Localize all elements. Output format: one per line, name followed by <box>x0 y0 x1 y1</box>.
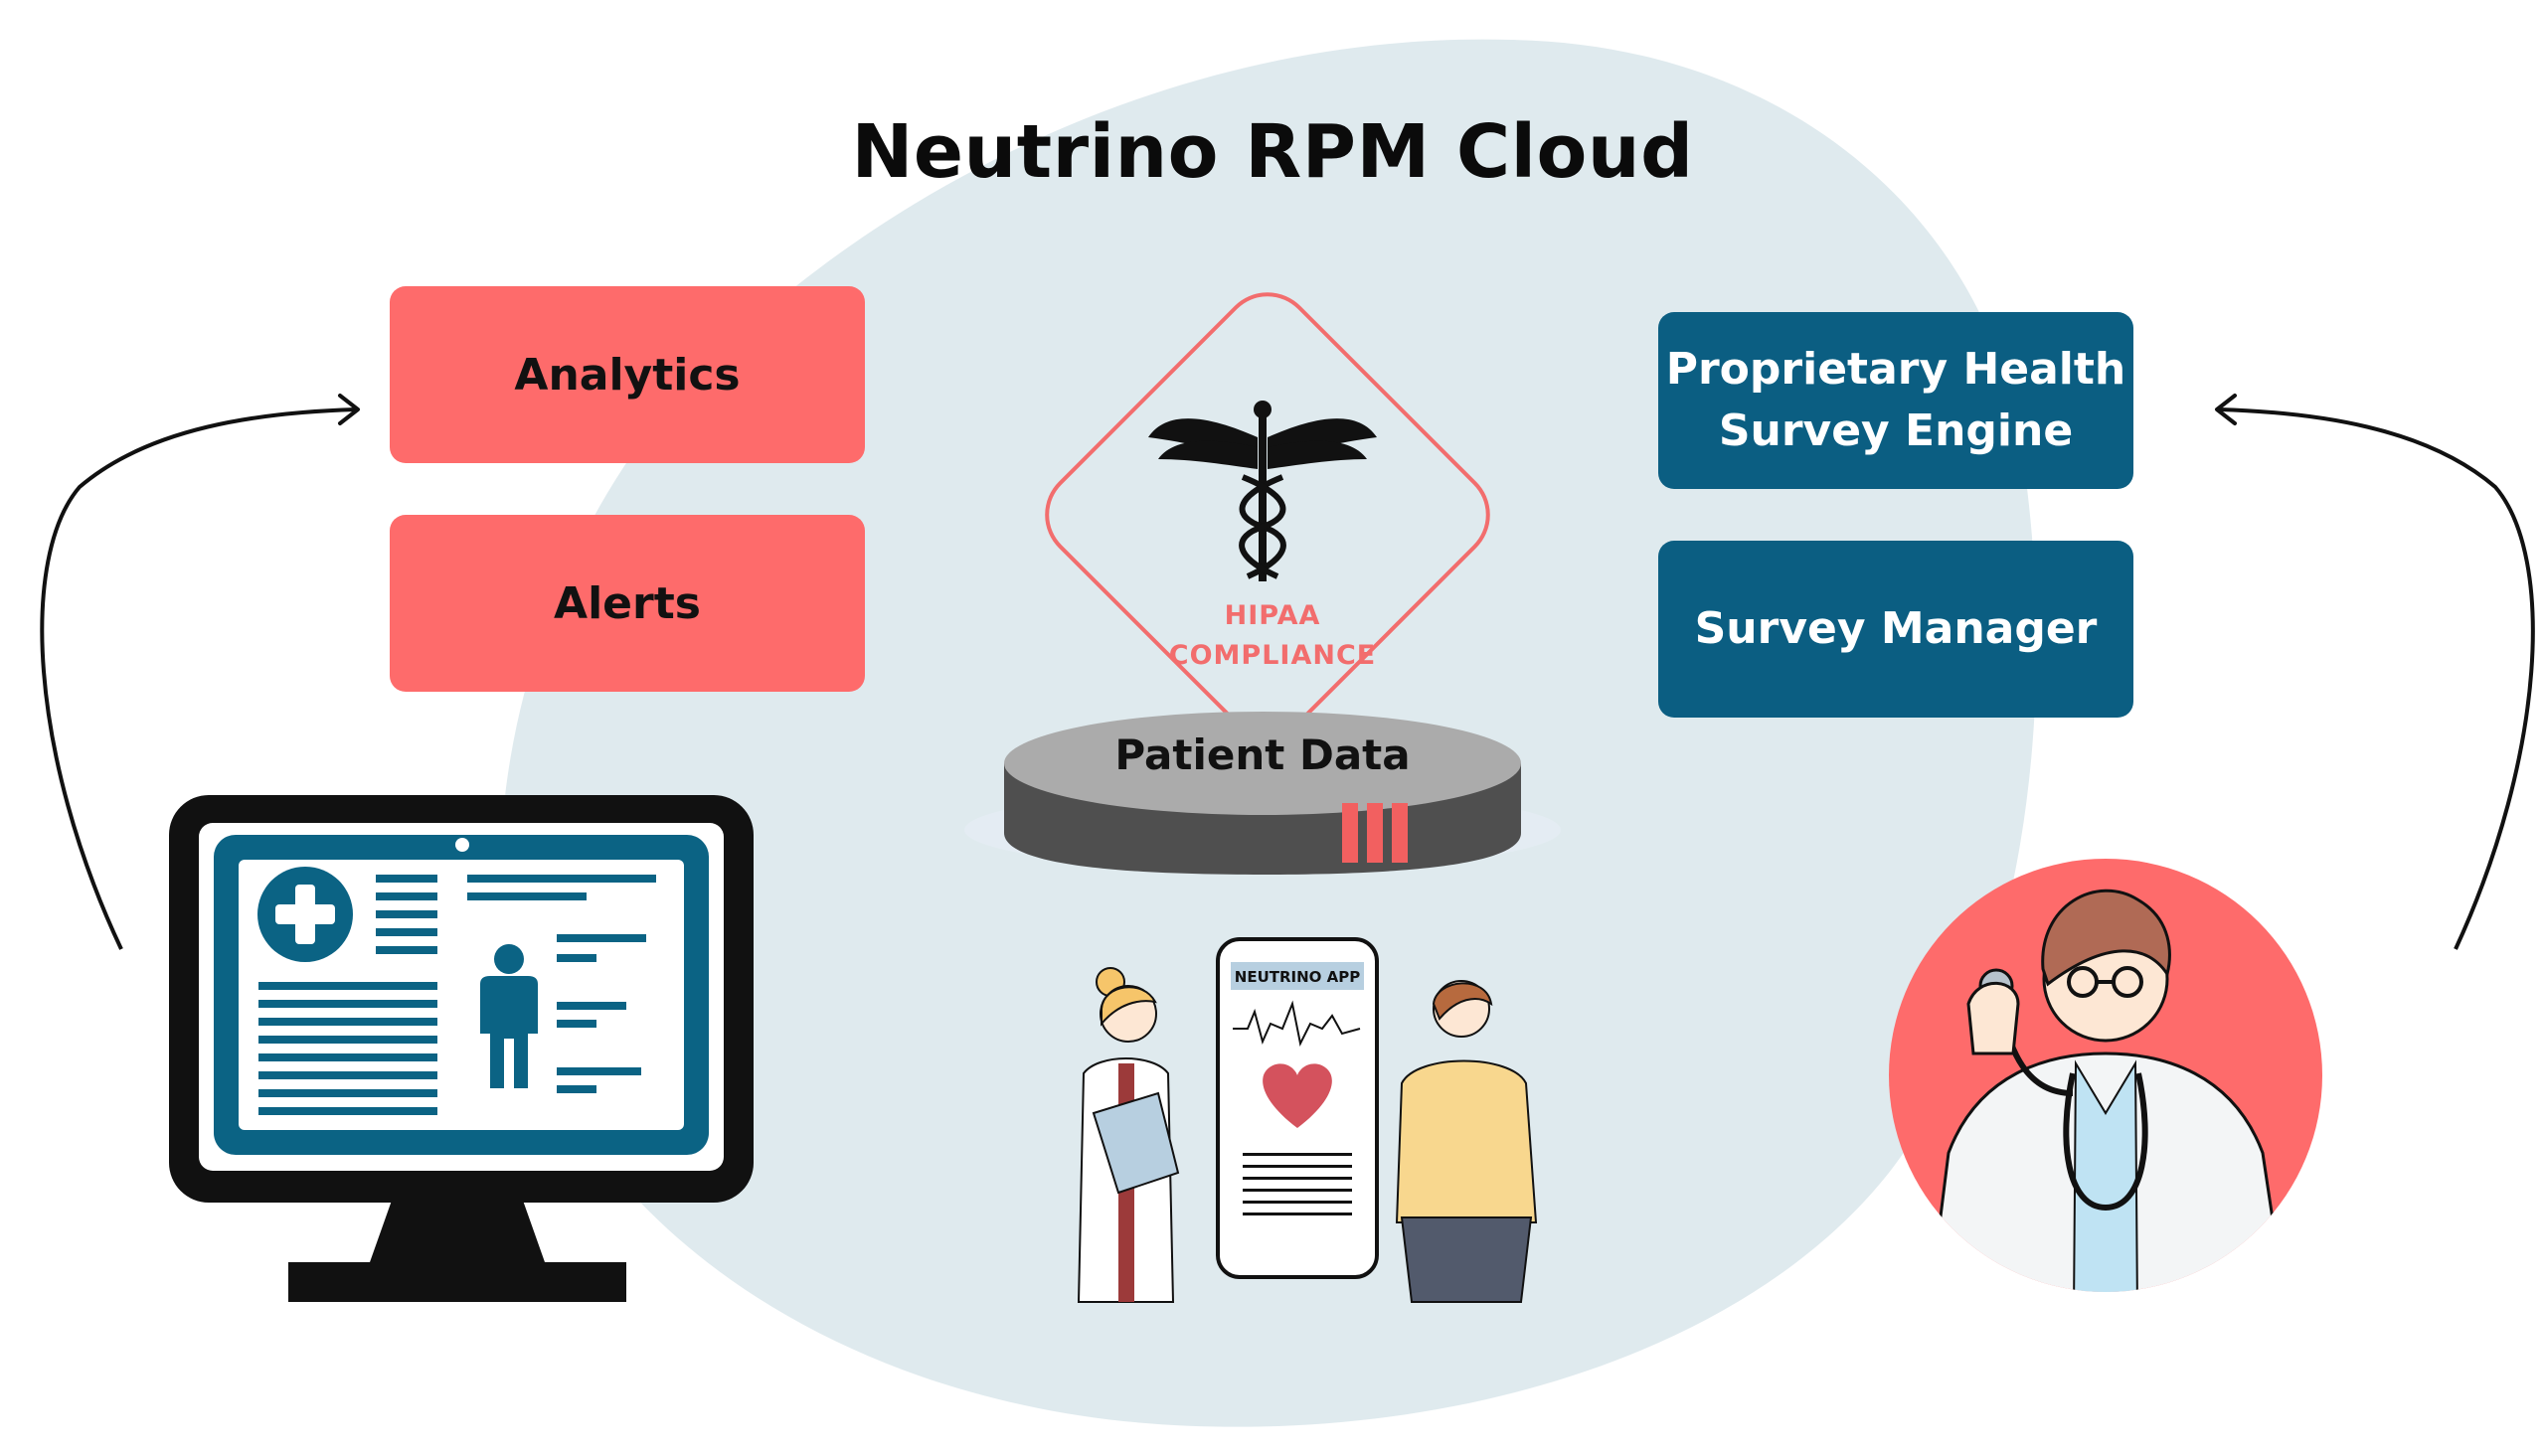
survey-engine-line1: Proprietary Health <box>1665 344 2126 395</box>
caduceus-icon <box>1148 401 1377 581</box>
database-icon <box>964 712 1561 875</box>
left-curved-arrow <box>40 394 360 950</box>
survey-engine-box: Proprietary Health Survey Engine <box>1658 312 2133 489</box>
heart-icon <box>1263 1063 1332 1128</box>
survey-engine-line2: Survey Engine <box>1718 405 2074 456</box>
hipaa-line2: COMPLIANCE <box>1168 640 1377 671</box>
hipaa-diamond <box>1045 292 1490 737</box>
right-curved-arrow <box>2215 394 2535 950</box>
phone-app-label: NEUTRINO APP <box>1235 968 1360 986</box>
person-icon <box>480 944 538 1088</box>
man-illustration <box>1395 980 1538 1303</box>
alerts-box: Alerts <box>390 515 865 692</box>
survey-manager-box: Survey Manager <box>1658 541 2133 718</box>
patient-data-label: Patient Data <box>1114 730 1411 779</box>
female-doctor-illustration <box>1077 967 1180 1303</box>
diagram-title: Neutrino RPM Cloud <box>851 109 1694 195</box>
analytics-box: Analytics <box>390 286 865 463</box>
plus-cross-icon <box>257 867 353 962</box>
hipaa-compliance-label: HIPAA COMPLIANCE <box>1113 596 1432 676</box>
hipaa-line1: HIPAA <box>1224 600 1321 631</box>
